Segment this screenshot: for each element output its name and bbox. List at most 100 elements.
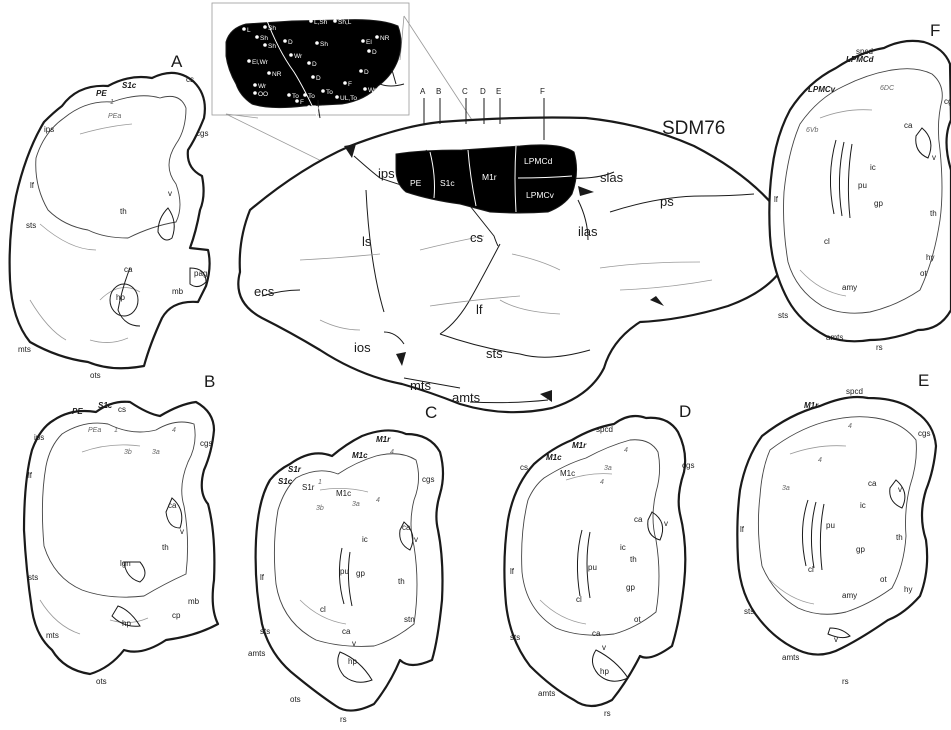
section-b-label: th: [162, 543, 169, 552]
inset-label-dot: [253, 83, 257, 87]
inset-label-dot: [311, 75, 315, 79]
section-d-label: cl: [576, 595, 582, 604]
inset-label-dot: [253, 91, 257, 95]
section-d-label: gp: [626, 583, 635, 592]
section-d-area-label: M1c: [546, 453, 562, 462]
section-a-label: mts: [18, 345, 31, 354]
section-e-label: v: [834, 635, 838, 644]
section-c-label: stn: [404, 615, 415, 624]
section-e-label: cl: [808, 565, 814, 574]
section-d-label: cs: [520, 463, 528, 472]
section-e-label: spcd: [846, 387, 863, 396]
section-e-layer-label: 4: [848, 423, 852, 430]
inset-label-dot: [375, 35, 379, 39]
section-f-layer-label: 6Vb: [806, 127, 819, 134]
section-c-label: hp: [348, 657, 357, 666]
section-e-layer-label: 3a: [782, 485, 790, 492]
area-m1r-label: M1r: [482, 172, 497, 182]
section-b-label: hp: [122, 619, 131, 628]
inset-label: L: [247, 27, 251, 34]
section-c-label: amts: [248, 649, 265, 658]
inset-label-dot: [263, 25, 267, 29]
inset-label-dot: [303, 93, 307, 97]
section-e-label: ot: [880, 575, 887, 584]
inset-label: NR: [272, 71, 282, 78]
inset-label: NR: [380, 35, 390, 42]
section-f-outline: [769, 41, 951, 341]
section-d-layer-label: 4: [624, 447, 628, 454]
section-d-label: ca: [592, 629, 601, 638]
section-a-label: mb: [172, 287, 184, 296]
section-d-label: hp: [600, 667, 609, 676]
section-a-area-label: PE: [96, 89, 107, 98]
inset-label-dot: [367, 49, 371, 53]
section-b-layer-label: 3b: [124, 449, 132, 456]
section-f-label: sts: [778, 311, 788, 320]
section-c-label: gp: [356, 569, 365, 578]
section-f-label: rs: [876, 343, 883, 352]
section-a-label: cgs: [196, 129, 208, 138]
inset-label: D: [288, 39, 293, 46]
inset-label: Sh: [260, 35, 268, 42]
inset-label-dot: [287, 93, 291, 97]
section-c-area-label: M1c: [352, 451, 368, 460]
section-c-label: ic: [362, 535, 368, 544]
lateral-sulcus-label: slas: [600, 170, 624, 185]
section-c-area-label: M1r: [376, 435, 391, 444]
section-f-label: hy: [926, 253, 934, 262]
section-a-label: hp: [116, 293, 125, 302]
section-f-label: th: [930, 209, 937, 218]
section-a-letter: A: [171, 52, 183, 71]
section-d-label: pu: [588, 563, 597, 572]
lateral-sulcus-label: ls: [362, 234, 372, 249]
area-lpmcd-label: LPMCd: [524, 156, 553, 166]
section-f-label: ot: [920, 269, 927, 278]
section-b-letter: B: [204, 372, 215, 391]
section-a-layer-label: PEa: [108, 113, 121, 120]
section-c-letter: C: [425, 403, 437, 422]
inset-label: Sh: [268, 43, 276, 50]
section-f-label: v: [932, 153, 936, 162]
inset-label: D: [316, 75, 321, 82]
section-a-label: th: [120, 207, 127, 216]
cut-letter: C: [462, 87, 468, 96]
inset-label: Sh: [268, 25, 276, 32]
section-e-label: ca: [868, 479, 877, 488]
inset-label-dot: [267, 71, 271, 75]
section-c-layer-label: 1: [318, 479, 322, 486]
section-d-label: rs: [604, 709, 611, 718]
section-c-label: v: [352, 639, 356, 648]
section-b-label: v: [180, 527, 184, 536]
section-d-area-label: M1r: [572, 441, 587, 450]
inset-label-dot: [363, 99, 367, 103]
section-b-label: mts: [46, 631, 59, 640]
section-f-area-label: LPMCv: [808, 85, 836, 94]
inset-label-dot: [363, 87, 367, 91]
section-c-label: ots: [290, 695, 301, 704]
section-b-label: cgs: [200, 439, 212, 448]
section-a-area-label: S1c: [122, 81, 137, 90]
inset-label: UL,To: [340, 95, 357, 102]
section-e-label: rs: [842, 677, 849, 686]
section-c-layer-label: 4: [376, 497, 380, 504]
section-f-label: gp: [874, 199, 883, 208]
section-a-label: sts: [26, 221, 36, 230]
inset-label-dot: [343, 81, 347, 85]
section-c-label: v: [414, 535, 418, 544]
section-c-layer-label: 3a: [352, 501, 360, 508]
section-e-label: gp: [856, 545, 865, 554]
inset-label-dot: [335, 95, 339, 99]
section-c-outline: [256, 430, 443, 710]
section-d-label: spcd: [596, 425, 613, 434]
section-a-label: ots: [90, 371, 101, 380]
section-d: D spcdcgscsM1ccavicputhgplfclotstscavhpa…: [504, 402, 694, 718]
section-a: A csipscgslfstsvthcahppagmbmtsotsPES1cPE…: [10, 52, 210, 380]
section-b-label: ips: [34, 433, 44, 442]
section-b: B csipscgslfcavthlgnstsmbcphpmtsotsPES1c…: [24, 372, 218, 686]
section-a-label: pag: [194, 269, 207, 278]
section-a-label: v: [168, 189, 172, 198]
lateral-sulcus-label: mts: [410, 378, 431, 393]
section-c-area-label: S1r: [288, 465, 302, 474]
inset-label-dot: [263, 43, 267, 47]
section-c-label: th: [398, 577, 405, 586]
